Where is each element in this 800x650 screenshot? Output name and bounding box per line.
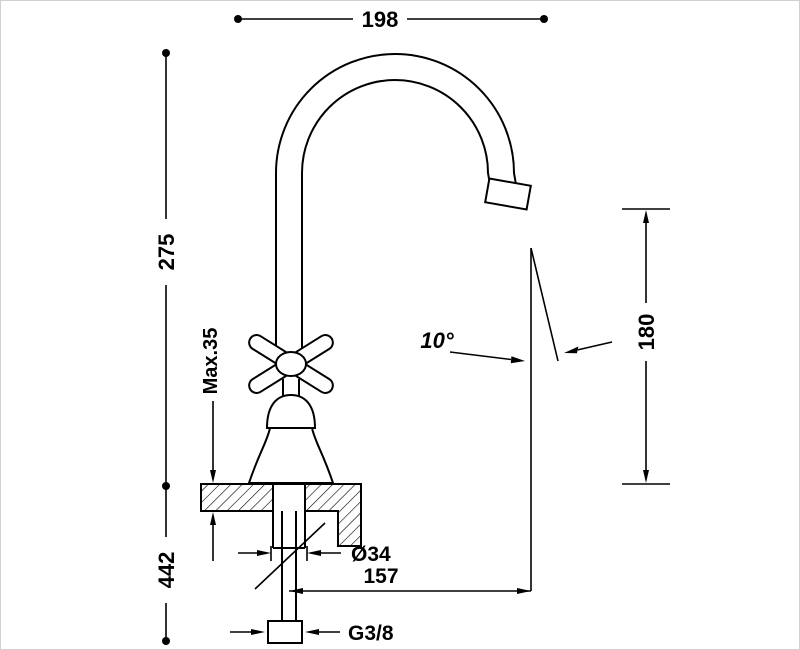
cross-handle-hub: [275, 351, 307, 377]
projection-dimension-157: 157: [289, 565, 531, 594]
arrowhead-left: [307, 550, 321, 556]
arrowhead-right: [257, 550, 271, 556]
deck-hole: [272, 485, 306, 549]
arrowhead-up: [643, 210, 649, 223]
arrowhead-left: [305, 629, 319, 635]
dimension-total-height-label: 442: [154, 552, 179, 589]
right-dimension-outlet-height-180: 180: [622, 208, 670, 485]
arrowhead-up: [210, 512, 216, 525]
aerator-tip: [484, 177, 532, 211]
faucet-outline: [247, 53, 532, 484]
arrowhead-down: [210, 470, 216, 483]
dimension-spout-reach-label: 198: [362, 7, 399, 32]
arrowhead-right: [510, 356, 525, 364]
arrowhead-left: [289, 588, 303, 594]
pipe-break-line: [254, 522, 326, 590]
dimension-supply-connection-label: G3/8: [348, 622, 394, 645]
spout-tube-outer: [275, 53, 518, 353]
dimension-max-deck-thickness-label: Max.35: [200, 328, 222, 395]
cross-handle: [248, 334, 334, 394]
arrowhead-right: [517, 588, 531, 594]
arrowhead-right: [251, 629, 265, 635]
dimension-height-275-label: 275: [154, 234, 179, 271]
top-dimension-spout-reach: 198: [234, 7, 548, 32]
connection-dimension-g38: G3/8: [230, 622, 394, 645]
faucet-dome: [265, 393, 317, 429]
supply-pipe: [254, 511, 326, 644]
max-deck-thickness-dimension: Max.35: [200, 328, 222, 561]
dimension-outlet-projection-label: 157: [363, 565, 398, 588]
arrowhead-left: [564, 346, 579, 354]
mounting-deck: [200, 483, 362, 549]
stream-angle-line: [530, 247, 559, 362]
arrowhead-down: [643, 470, 649, 483]
dimension-shank-diameter-label: Ø34: [351, 543, 391, 566]
connection-nut: [267, 620, 303, 644]
dimension-outlet-height-label: 180: [634, 314, 659, 351]
spout-tube-inner: [301, 79, 492, 353]
left-dimension-height-275: 275: [154, 49, 179, 490]
left-dimension-total-height-442: 442: [154, 486, 179, 645]
shank-diameter-dimension: Ø34: [238, 543, 391, 566]
angle-dimension-10deg: 10°: [420, 328, 613, 364]
stream-reference-lines: [530, 247, 559, 591]
faucet-base-cone: [247, 427, 335, 484]
deck-hatched-section: [200, 483, 362, 547]
dimension-outlet-angle-label: 10°: [420, 328, 453, 353]
